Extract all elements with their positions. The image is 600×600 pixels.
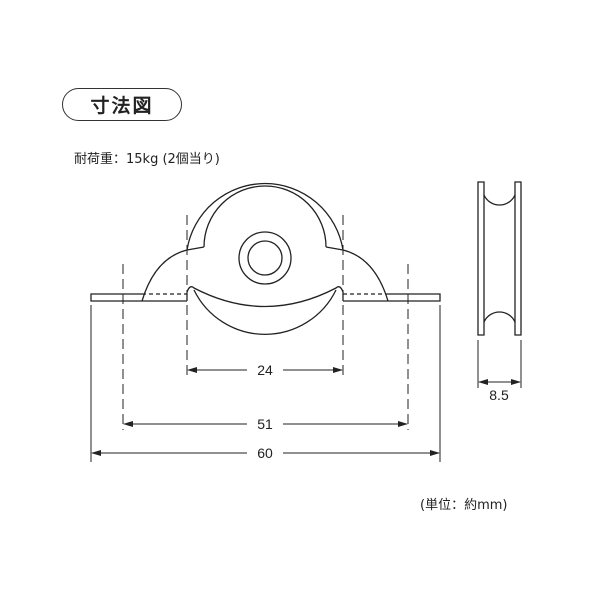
extension-lines xyxy=(90,215,441,462)
dim-60: 60 xyxy=(257,445,273,461)
hub-inner xyxy=(247,240,283,276)
dim-24: 24 xyxy=(257,362,273,378)
wheel-outer-arc xyxy=(186,182,344,251)
dim-51: 51 xyxy=(257,416,273,432)
unit-note: (単位：約mm) xyxy=(420,498,508,513)
bracket-left-lobe xyxy=(141,246,205,302)
base-plate xyxy=(90,293,441,302)
wheel-inner-arc xyxy=(203,185,327,248)
title-badge: 寸法図 xyxy=(62,88,182,121)
hub-outer xyxy=(238,231,292,285)
side-view-wheel xyxy=(477,181,522,336)
bracket-right-lobe xyxy=(325,246,389,302)
wheel-lower-arc xyxy=(193,289,337,336)
dim-8-5: 8.5 xyxy=(489,387,509,403)
load-capacity-label: 耐荷重：15kg (2個当り) xyxy=(74,152,220,167)
